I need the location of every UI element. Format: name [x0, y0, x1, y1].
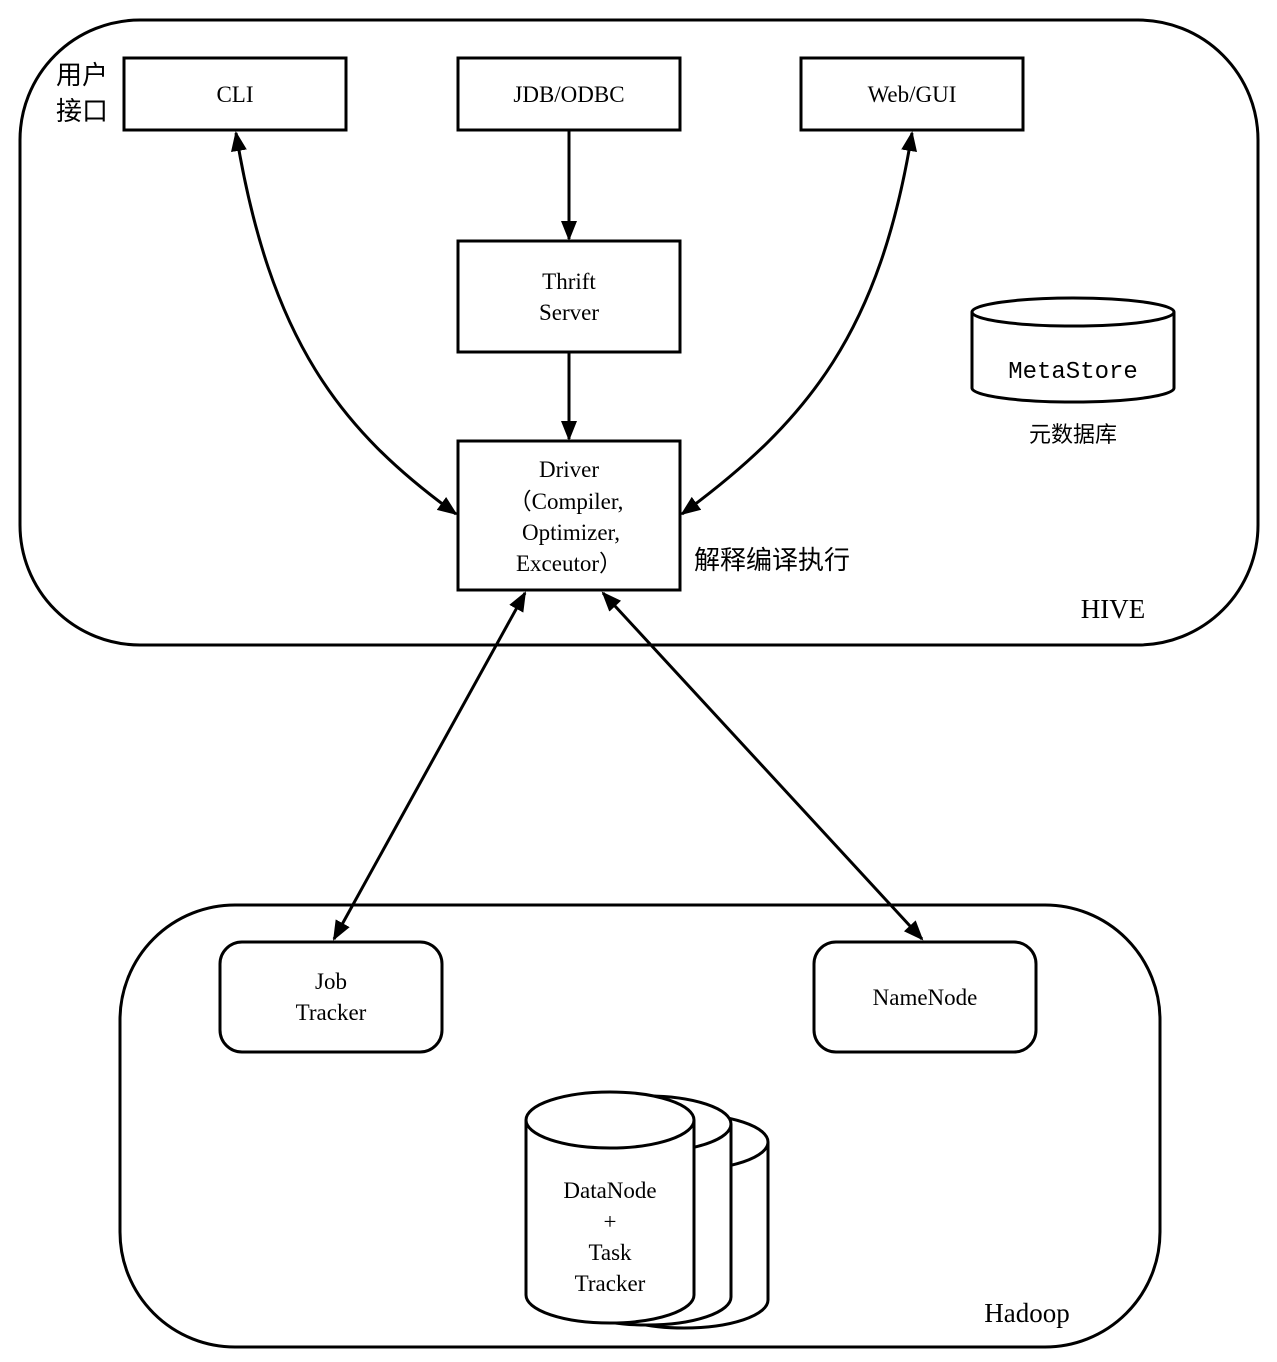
- jobtracker-label-line2: Tracker: [296, 1000, 367, 1025]
- driver-label-line1: Driver: [539, 457, 599, 482]
- thrift-server-box: [456, 239, 682, 354]
- namenode-box: [812, 940, 1038, 1054]
- driver-caption: 解释编译执行: [694, 546, 850, 576]
- datanode-cylinders: [524, 1090, 770, 1330]
- datanode-label-line3: Task: [588, 1240, 632, 1265]
- driver-label-line4: Exceutor）: [516, 551, 622, 576]
- cli-label: CLI: [216, 82, 253, 107]
- arrow-cli-driver: [231, 131, 458, 516]
- hadoop-label: Hadoop: [984, 1298, 1069, 1328]
- datanode-label-line1: DataNode: [563, 1178, 656, 1203]
- web-gui-box: [799, 56, 1025, 132]
- arrow-driver-namenode: [601, 591, 924, 941]
- arrow-driver-jobtracker: [332, 591, 527, 941]
- metastore-cylinder: [970, 296, 1176, 404]
- hive-label: HIVE: [1081, 594, 1145, 624]
- jobtracker-box: [218, 940, 444, 1054]
- jdbc-odbc-label: JDB/ODBC: [513, 82, 624, 107]
- thrift-server-label-line1: Thrift: [542, 269, 596, 294]
- metastore-label: MetaStore: [1008, 359, 1138, 386]
- datanode-label-line2: +: [604, 1209, 617, 1234]
- arrow-webgui-driver: [680, 131, 918, 516]
- metastore-caption: 元数据库: [1029, 423, 1117, 448]
- jobtracker-label-line1: Job: [315, 969, 347, 994]
- cli-box: [122, 56, 348, 132]
- driver-label-line2: （Compiler,: [509, 489, 624, 514]
- datanode-label-line4: Tracker: [575, 1271, 646, 1296]
- driver-label-line3: Optimizer,: [522, 520, 620, 545]
- namenode-label: NameNode: [873, 985, 978, 1010]
- driver-box: [456, 439, 682, 592]
- user-interface-label-line2: 接口: [56, 97, 108, 127]
- thrift-server-label-line2: Server: [539, 300, 599, 325]
- user-interface-label-line1: 用户: [56, 61, 108, 91]
- web-gui-label: Web/GUI: [868, 82, 957, 107]
